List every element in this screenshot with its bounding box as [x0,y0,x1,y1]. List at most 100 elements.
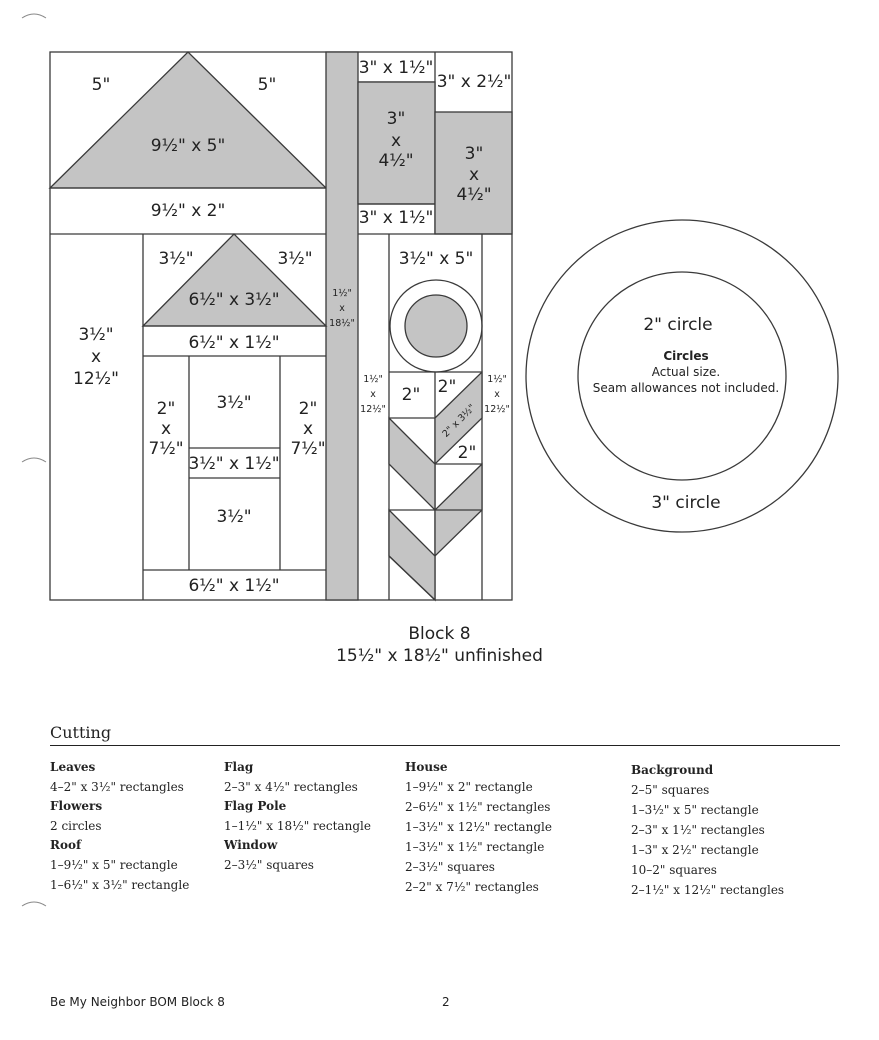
label-flower-right-strip-2: x [494,389,500,400]
label-square-left: 2" [402,385,421,405]
label-house-strip-top: 6½" x 1½" [188,333,279,353]
cutting-item: 1–1½" x 18½" rectangle [224,819,371,833]
cutting-group: Leaves 4–2" x 3½" rectangles [50,760,189,797]
label-small-roof-left: 3½" [158,249,193,269]
label-window-top: 3½" [216,393,251,413]
cutting-item: 1–9½" x 2" rectangle [405,780,533,794]
cutting-item: 2–6½" x 1½" rectangles [405,800,551,814]
label-flag-left-1: 3" [387,109,406,129]
label-circle-3in: 3" circle [651,493,720,513]
flag-pole-patch [325,51,359,601]
label-roof-triangle: 9½" x 5" [151,136,226,156]
label-roof-left-edge: 5" [92,75,111,95]
label-flower-left-strip-3: 12½" [360,404,386,415]
label-small-roof-right: 3½" [277,249,312,269]
cutting-item: 1–3½" x 12½" rectangle [405,820,552,834]
label-flag-pole-3: 18½" [329,318,355,329]
block-size-subtitle: 15½" x 18½" unfinished [336,646,543,666]
cutting-item: 2–1½" x 12½" rectangles [631,883,785,897]
cutting-heading: Cutting [50,723,112,742]
leaf-left-lower [388,508,436,602]
cutting-column-3: House 1–9½" x 2" rectangle 2–6½" x 1½" r… [405,760,552,899]
circles-note-line1: Actual size. [652,365,721,379]
label-left-column-3: 7½" [148,439,183,459]
cutting-item: 4–2" x 3½" rectangles [50,780,184,794]
cutting-group: Flag Pole 1–1½" x 18½" rectangle [224,799,371,836]
circle-template-3in [525,219,839,533]
cutting-item: 2–3½" squares [405,860,495,874]
label-left-column-2: x [161,419,171,439]
label-flag-right-2: x [469,165,479,185]
circle-template-2in [577,271,787,481]
cutting-item: 1–6½" x 3½" rectangle [50,878,190,892]
cutting-group: Background 2–5" squares 1–3½" x 5" recta… [631,763,784,900]
cutting-group-title: Roof [50,838,82,852]
label-house-strip-bottom: 6½" x 1½" [188,576,279,596]
cutting-item: 1–3" x 2½" rectangle [631,843,759,857]
punch-hole-mark-middle [21,457,47,463]
roof-triangle-patch [48,51,328,189]
cutting-group-title: Background [631,763,714,777]
flag-right-patch [434,111,513,235]
flower-inner-circle [404,294,468,358]
cutting-item: 2–3" x 4½" rectangles [224,780,358,794]
label-square-right-bottom: 2" [458,443,477,463]
label-roof-right-edge: 5" [258,75,277,95]
cutting-item: 1–9½" x 5" rectangle [50,858,178,872]
label-flag-pole-2: x [339,303,345,314]
cutting-group: Flag 2–3" x 4½" rectangles [224,760,371,797]
circles-note-title: Circles [663,349,708,363]
label-house-side-2: x [91,347,101,367]
label-flower-right-strip-3: 12½" [484,404,510,415]
cutting-group-title: Window [224,838,278,852]
cutting-group-title: Flag Pole [224,799,287,813]
label-window-bottom: 3½" [216,507,251,527]
cutting-item: 10–2" squares [631,863,717,877]
label-left-column-1: 2" [157,399,176,419]
cutting-group: Window 2–3½" squares [224,838,371,875]
cutting-item: 2–3" x 1½" rectangles [631,823,765,837]
cutting-group: Flowers 2 circles [50,799,189,836]
label-flower-right-strip-1: 1½" [487,374,507,385]
circles-note-line2: Seam allowances not included. [593,381,779,395]
label-right-column-3: 7½" [290,439,325,459]
cutting-item: 1–3½" x 5" rectangle [631,803,759,817]
label-flag-left-3: 4½" [378,151,413,171]
label-window-middle: 3½" x 1½" [188,454,279,474]
label-flag-bg-top: 3" x 1½" [359,58,434,78]
punch-hole-mark-bottom [21,901,47,907]
stem-seam-3 [388,555,436,601]
cutting-column-4: Background 2–5" squares 1–3½" x 5" recta… [631,763,784,902]
leaf-diagonal-patch [434,370,483,466]
label-house-side-3: 12½" [73,369,119,389]
cutting-group-title: Flag [224,760,254,774]
label-right-column-2: x [303,419,313,439]
cutting-group-title: Leaves [50,760,96,774]
small-roof-patch [141,233,328,327]
cutting-item: 2–5" squares [631,783,710,797]
footer-title: Be My Neighbor BOM Block 8 [50,995,225,1009]
label-house-side-1: 3½" [78,325,113,345]
punch-hole-mark-top [21,13,47,19]
cutting-item: 2–2" x 7½" rectangles [405,880,539,894]
page-number: 2 [442,995,450,1009]
cutting-item: 2–3½" squares [224,858,314,872]
label-flag-right-3: 4½" [456,185,491,205]
cutting-group-title: House [405,760,448,774]
label-flower-left-strip-2: x [370,389,376,400]
label-flower-left-strip-1: 1½" [363,374,383,385]
cutting-item: 2 circles [50,819,102,833]
label-flag-pole-1: 1½" [332,288,352,299]
leaf-left-upper [388,416,436,512]
cutting-group-title: Flowers [50,799,103,813]
label-square-right-top: 2" [438,377,457,397]
cutting-column-1: Leaves 4–2" x 3½" rectangles Flowers 2 c… [50,760,189,897]
cutting-group: House 1–9½" x 2" rectangle 2–6½" x 1½" r… [405,760,552,897]
label-roof-strip: 9½" x 2" [151,201,226,221]
cutting-divider [50,745,840,746]
cutting-group: Roof 1–9½" x 5" rectangle 1–6½" x 3½" re… [50,838,189,895]
cutting-column-2: Flag 2–3" x 4½" rectangles Flag Pole 1–1… [224,760,371,877]
label-small-roof-triangle: 6½" x 3½" [188,290,279,310]
label-right-column-1: 2" [299,399,318,419]
